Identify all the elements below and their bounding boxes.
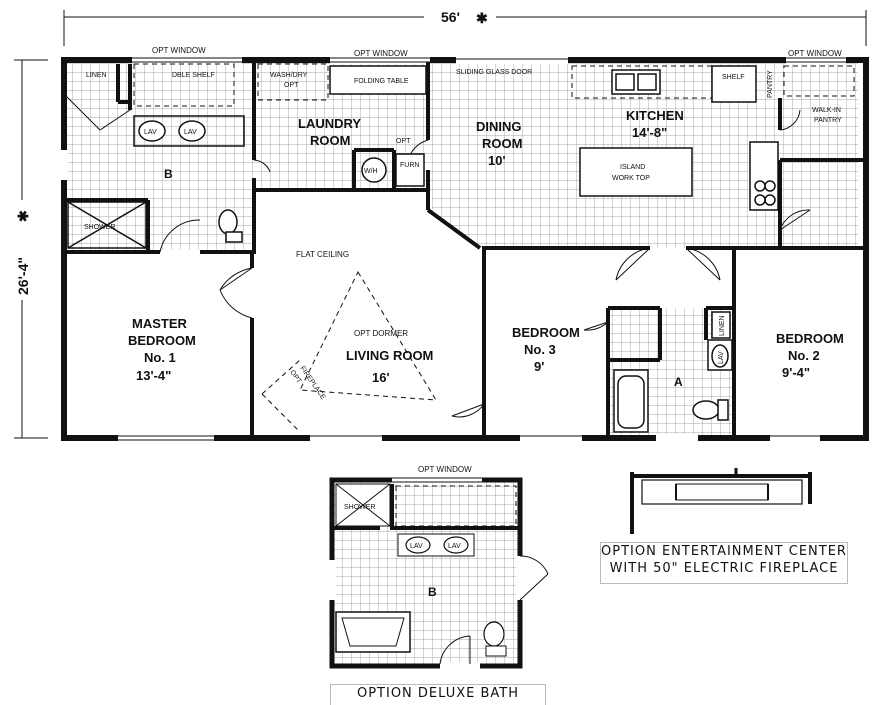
island-label-1: ISLAND [620, 164, 645, 171]
opt-window-right-label: OPT WINDOW [788, 49, 842, 58]
opt-dormer-label: OPT DORMER [354, 329, 408, 338]
kitchen-size: 14'-8" [632, 125, 667, 140]
door-swings [65, 95, 811, 418]
dining-size: 10' [488, 153, 506, 168]
kitchen-shelf-label: SHELF [722, 74, 745, 81]
master-bath-shower-label: SHOWER [84, 224, 116, 231]
bath-a-label: A [674, 375, 683, 389]
kitchen-title: KITCHEN [626, 108, 684, 123]
width-label: 56' [441, 9, 460, 25]
bedroom2-size: 9'-4" [782, 365, 810, 380]
bedroom3-title-1: BEDROOM [512, 325, 580, 340]
master-bath-lav-2: LAV [184, 129, 197, 136]
interior-walls [64, 60, 866, 438]
sliding-door-label: SLIDING GLASS DOOR [456, 69, 532, 76]
width-asterisk: ✱ [476, 10, 488, 26]
master-bath-shelf-label: DBLE SHELF [172, 72, 215, 79]
deluxe-shower-label: SHOWER [344, 504, 376, 511]
opt-window-left-label: OPT WINDOW [152, 46, 206, 55]
bedroom2-title-1: BEDROOM [776, 331, 844, 346]
water-heater-label: W/H [364, 168, 378, 175]
living-room-title: LIVING ROOM [346, 348, 433, 363]
walkin-pantry-label-2: PANTRY [814, 117, 842, 124]
deluxe-bath-caption: OPTION DELUXE BATH [330, 684, 546, 705]
entertainment-caption-line1: OPTION ENTERTAINMENT CENTER [601, 544, 847, 559]
opt-window-mid-label: OPT WINDOW [354, 49, 408, 58]
master-bath-lav-1: LAV [144, 129, 157, 136]
dining-title-1: DINING [476, 119, 522, 134]
washdry-label: WASH/DRY [270, 72, 308, 79]
folding-table-label: FOLDING TABLE [354, 78, 409, 85]
deluxe-bath-caption-text: OPTION DELUXE BATH [356, 686, 520, 701]
flat-ceiling-label: FLAT CEILING [296, 250, 349, 259]
pantry-label: PANTRY [767, 70, 774, 98]
walkin-pantry-label-1: WALK-IN [812, 107, 841, 114]
window-openings [60, 56, 846, 442]
deluxe-lav-2: LAV [448, 543, 461, 550]
laundry-title-2: ROOM [310, 133, 350, 148]
width-dimension: 56' ✱ [63, 9, 867, 46]
furnace-label: FURN [400, 162, 419, 169]
entertainment-center-plan [630, 468, 812, 534]
depth-dimension: 26'-4" ✱ [14, 59, 48, 439]
master-bedroom-size: 13'-4" [136, 368, 171, 383]
island-label-2: WORK TOP [612, 175, 650, 182]
fixtures [67, 65, 779, 433]
master-bath-linen-label: LINEN [86, 72, 107, 79]
master-bedroom-title-1: MASTER [132, 316, 188, 331]
deluxe-lav-1: LAV [410, 543, 423, 550]
deluxe-bath-plan: OPT WINDOW SHOWER LAV LAV B [328, 465, 549, 670]
bath-a-lav-label: LAV [718, 351, 725, 364]
deluxe-opt-window-label: OPT WINDOW [418, 465, 472, 474]
master-bedroom-title-2: BEDROOM [128, 333, 196, 348]
entertainment-caption: OPTION ENTERTAINMENT CENTER WITH 50" ELE… [600, 542, 848, 584]
master-bedroom-number: No. 1 [144, 350, 176, 365]
depth-label: 26'-4" [15, 257, 31, 295]
master-bath-label: B [164, 167, 173, 181]
bedroom2-number: No. 2 [788, 348, 820, 363]
depth-asterisk: ✱ [15, 210, 31, 222]
bedroom3-number: No. 3 [524, 342, 556, 357]
dining-title-2: ROOM [482, 136, 522, 151]
laundry-title-1: LAUNDRY [298, 116, 361, 131]
washdry-opt-label: OPT [284, 82, 299, 89]
bath-a-linen-label: LINEN [719, 315, 726, 336]
entertainment-caption-line2: WITH 50" ELECTRIC FIREPLACE [609, 561, 839, 576]
deluxe-bath-label: B [428, 585, 437, 599]
living-room-size: 16' [372, 370, 390, 385]
laundry-opt-label: OPT [396, 138, 411, 145]
fireplace-label: FIREPLACE [298, 365, 326, 401]
bedroom3-size: 9' [534, 359, 544, 374]
